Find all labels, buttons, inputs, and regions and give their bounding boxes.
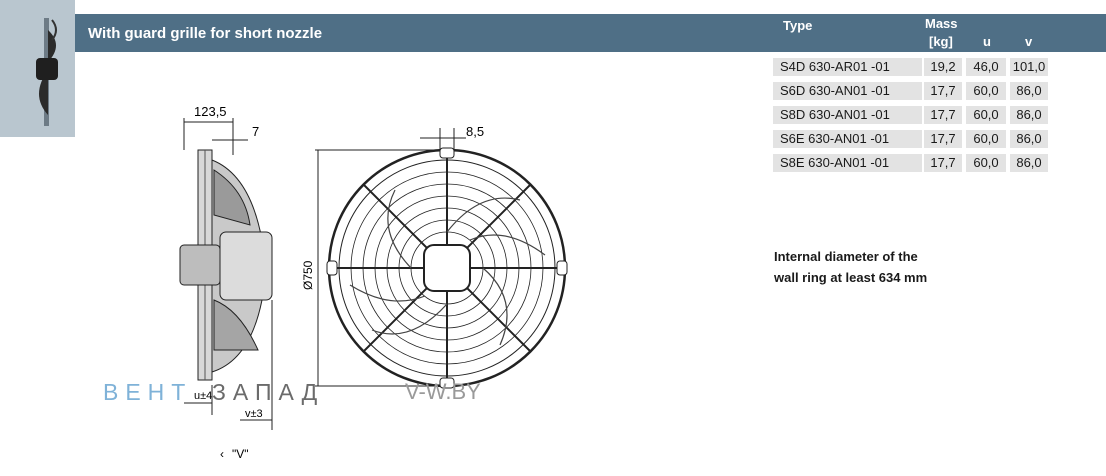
fan-thumbnail — [0, 0, 75, 137]
cell-mass: 19,2 — [924, 58, 962, 76]
cell-u: 60,0 — [966, 130, 1006, 148]
cell-u: 60,0 — [966, 82, 1006, 100]
cell-mass: 17,7 — [924, 130, 962, 148]
view-arrow: ‹ — [220, 447, 224, 461]
dim-v: v±3 — [245, 408, 263, 420]
cell-type: S4D 630-AR01 -01 — [773, 58, 922, 76]
fan-front-view — [326, 147, 568, 389]
cell-v: 86,0 — [1010, 82, 1048, 100]
cell-mass: 17,7 — [924, 106, 962, 124]
dim-u: u±4 — [194, 390, 212, 402]
col-header-v: v — [1025, 34, 1033, 49]
cell-type: S6E 630-AN01 -01 — [773, 130, 922, 148]
watermark-part-3: V-W.BY — [405, 379, 481, 404]
cell-type: S6D 630-AN01 -01 — [773, 82, 922, 100]
cell-u: 60,0 — [966, 106, 1006, 124]
note-line-2: wall ring at least 634 mm — [774, 270, 928, 285]
side-dimensions — [183, 118, 272, 421]
table-header-bar — [771, 14, 1106, 52]
view-label: "V" — [232, 447, 249, 461]
cell-mass: 17,7 — [924, 82, 962, 100]
section-title: With guard grille for short nozzle — [88, 25, 323, 42]
cell-v: 86,0 — [1010, 106, 1048, 124]
front-dimensions — [315, 128, 466, 387]
cell-type: S8E 630-AN01 -01 — [773, 154, 922, 172]
wall-ring-note: Internal diameter of the wall ring at le… — [774, 246, 927, 288]
col-header-type: Type — [783, 18, 813, 33]
dim-depth: 123,5 — [194, 104, 227, 119]
col-header-u: u — [983, 34, 991, 49]
col-header-mass-unit: [kg] — [929, 34, 953, 49]
cell-type: S8D 630-AN01 -01 — [773, 106, 922, 124]
section-header-bar — [75, 14, 771, 52]
note-line-1: Internal diameter of the — [774, 249, 918, 264]
cell-v: 86,0 — [1010, 154, 1048, 172]
cell-u: 46,0 — [966, 58, 1006, 76]
dim-flange: 7 — [252, 124, 259, 139]
cell-u: 60,0 — [966, 154, 1006, 172]
dim-diameter: Ø750 — [301, 260, 315, 290]
cell-v: 86,0 — [1010, 130, 1048, 148]
dim-hole: 8,5 — [466, 124, 484, 139]
fan-side-view — [179, 140, 273, 430]
cell-mass: 17,7 — [924, 154, 962, 172]
watermark-part-2: ЗАПАД — [212, 379, 325, 405]
cell-v: 101,0 — [1010, 58, 1048, 76]
fan-side-thumbnail-icon — [36, 18, 58, 126]
col-header-mass: Mass — [925, 16, 958, 31]
watermark-part-1: ВЕНТ — [103, 379, 193, 405]
